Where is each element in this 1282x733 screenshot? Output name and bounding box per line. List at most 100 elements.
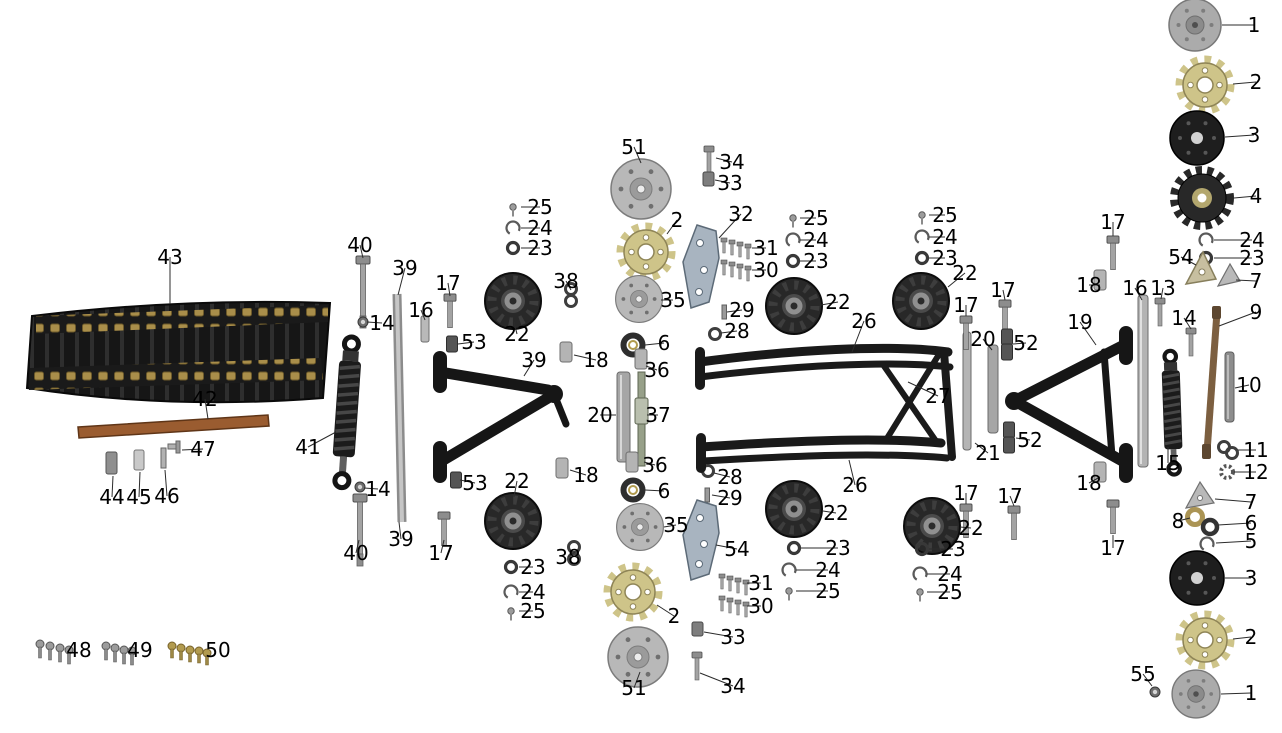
leader-line-3: [1224, 134, 1255, 138]
fastener-icons-bottomleft: [501, 559, 521, 621]
plate-54-right: [1184, 250, 1218, 285]
bolt-34-top: [703, 145, 715, 175]
bolt-17-c4: [1007, 505, 1021, 541]
leader-line-7: [1235, 279, 1257, 282]
sprocket-2-bottom-right: [1180, 615, 1230, 665]
leader-line-28: [720, 330, 738, 334]
leader-line-20: [982, 338, 993, 351]
rubber-disc-3-top: [1169, 110, 1225, 166]
a-arm-left: [433, 351, 570, 483]
leader-line-39: [397, 267, 406, 296]
nut-14-bottom: [354, 481, 366, 493]
leader-line-6: [1217, 522, 1252, 526]
leader-line-22: [513, 480, 518, 498]
leader-line-42: [204, 398, 209, 420]
star-washer-12: [1219, 464, 1235, 480]
leader-line-39: [398, 521, 402, 540]
leader-line-10: [1234, 384, 1250, 389]
bushing-53-top: [446, 335, 458, 353]
leader-line-40: [355, 539, 360, 554]
leader-line-18: [1088, 476, 1101, 484]
leader-line-19: [1079, 321, 1097, 346]
leader-line-45: [138, 471, 141, 498]
leader-line-40: [359, 244, 364, 259]
leader-line-33: [703, 631, 734, 638]
leader-line-8: [1177, 517, 1191, 522]
leader-lines-layer: [111, 24, 1257, 695]
leader-line-14: [363, 487, 379, 490]
washers-38-top: [564, 282, 578, 308]
wheel-hub-22-bottomleft: [485, 493, 541, 549]
leader-line-55: [1142, 673, 1153, 687]
leader-line-2: [656, 604, 675, 617]
plate-7-bottom: [1184, 480, 1216, 509]
bolt-row-30-top: [720, 259, 752, 282]
bolt-row-31-bottom: [718, 573, 750, 596]
leader-line-34: [699, 672, 734, 687]
leader-line-18: [569, 469, 587, 476]
nut-14-top: [357, 316, 369, 328]
disc-35-bottom: [616, 503, 664, 551]
leader-line-47: [181, 448, 204, 451]
leader-line-29: [726, 309, 743, 313]
leader-line-26: [848, 459, 856, 486]
leader-line-53: [457, 341, 475, 345]
seal-6-top: [620, 332, 646, 358]
leader-line-2: [1232, 81, 1257, 85]
wheel-hub-22-center-bottom: [766, 481, 822, 537]
leader-line-44: [111, 475, 114, 498]
bolt-set-48: [35, 639, 74, 665]
bolt-34-bottom: [691, 651, 703, 681]
bolt-14-right: [1185, 327, 1197, 357]
bolt-17-c3: [959, 503, 973, 539]
rubber-track: [25, 300, 332, 404]
leader-line-22: [820, 301, 839, 306]
brake-disc-51-top: [610, 158, 672, 220]
leader-line-26: [851, 320, 865, 353]
plate-7-top: [1216, 262, 1241, 287]
spacer-18-lefttop: [559, 341, 573, 363]
leader-line-29: [711, 494, 731, 499]
bushings-52-top: [1001, 328, 1013, 361]
leader-line-1: [1220, 692, 1252, 695]
pin-47: [167, 440, 181, 454]
bushing-53-bottom: [450, 471, 462, 489]
nut-33-top: [702, 171, 715, 187]
leader-line-34: [715, 157, 733, 163]
leader-line-33: [714, 179, 731, 184]
shock-absorber-left: [330, 336, 362, 488]
leader-line-41: [307, 431, 337, 448]
disc-35-top: [615, 275, 663, 323]
shock-absorber-right: [1161, 351, 1183, 475]
sprocket-2-bottom-center: [608, 567, 658, 617]
leader-line-22: [513, 321, 518, 335]
leader-line-38: [565, 280, 572, 291]
sleeve-16-left: [420, 315, 430, 343]
leader-line-22: [947, 272, 966, 288]
spacer-18-leftbottom: [555, 457, 569, 479]
bolt-40-bottom: [352, 493, 368, 567]
leader-line-52: [1015, 437, 1031, 441]
bolt-row-31-top: [720, 237, 752, 260]
bolt-17-fr-bottom: [1106, 499, 1120, 535]
leader-line-54: [1180, 256, 1197, 266]
leader-line-17: [447, 282, 451, 297]
leader-line-14: [1183, 317, 1192, 330]
spacer-18-righttop: [1093, 269, 1107, 291]
leader-line-28: [713, 472, 731, 478]
leader-line-16: [1134, 287, 1143, 301]
leader-line-32: [718, 213, 742, 239]
leader-line-51: [633, 671, 641, 689]
leader-line-27: [907, 381, 939, 397]
leader-line-9: [1218, 311, 1257, 327]
washers-11: [1217, 440, 1239, 460]
wheel-hub-22-right-top: [893, 273, 949, 329]
cclip-5: [1197, 534, 1217, 554]
pin-29-top: [721, 304, 727, 320]
leader-line-17: [1009, 495, 1015, 507]
fastener-icons-bottomcenter: [779, 540, 802, 601]
leader-line-13: [1160, 287, 1164, 300]
seal-6-bottom: [620, 477, 646, 503]
hub-disc-1-top: [1168, 0, 1222, 52]
